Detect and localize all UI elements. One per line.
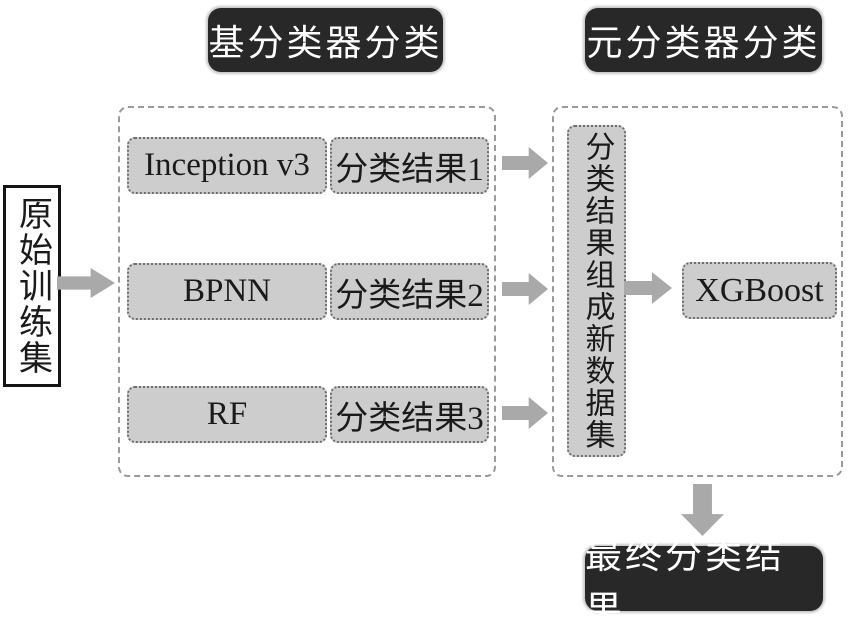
flow-arrow-right-icon bbox=[57, 268, 115, 298]
flow-arrow-right-icon bbox=[502, 273, 548, 305]
flow-arrow-right-icon bbox=[502, 147, 548, 179]
base-classifier-stage-banner: 基分类器分类 bbox=[208, 8, 443, 72]
base-model-box-inception-v3: Inception v3 bbox=[127, 137, 327, 194]
base-model-box-rf: RF bbox=[127, 386, 327, 443]
classification-result-2-box: 分类结果2 bbox=[330, 263, 489, 320]
final-result-banner: 最终分类结果 bbox=[585, 536, 823, 621]
base-model-box-bpnn: BPNN bbox=[127, 263, 327, 320]
original-training-set-label: 原始训练集 bbox=[13, 196, 51, 376]
original-training-set-box: 原始训练集 bbox=[3, 185, 61, 387]
flow-arrow-right-icon bbox=[502, 397, 548, 429]
meta-classifier-stage-banner: 元分类器分类 bbox=[585, 8, 822, 72]
meta-model-box-xgboost: XGBoost bbox=[682, 262, 837, 319]
classification-result-3-box: 分类结果3 bbox=[330, 386, 489, 443]
classification-result-1-box: 分类结果1 bbox=[330, 137, 489, 194]
new-dataset-label: 分类结果组成新数据集 bbox=[580, 131, 614, 451]
new-dataset-box: 分类结果组成新数据集 bbox=[567, 125, 626, 457]
